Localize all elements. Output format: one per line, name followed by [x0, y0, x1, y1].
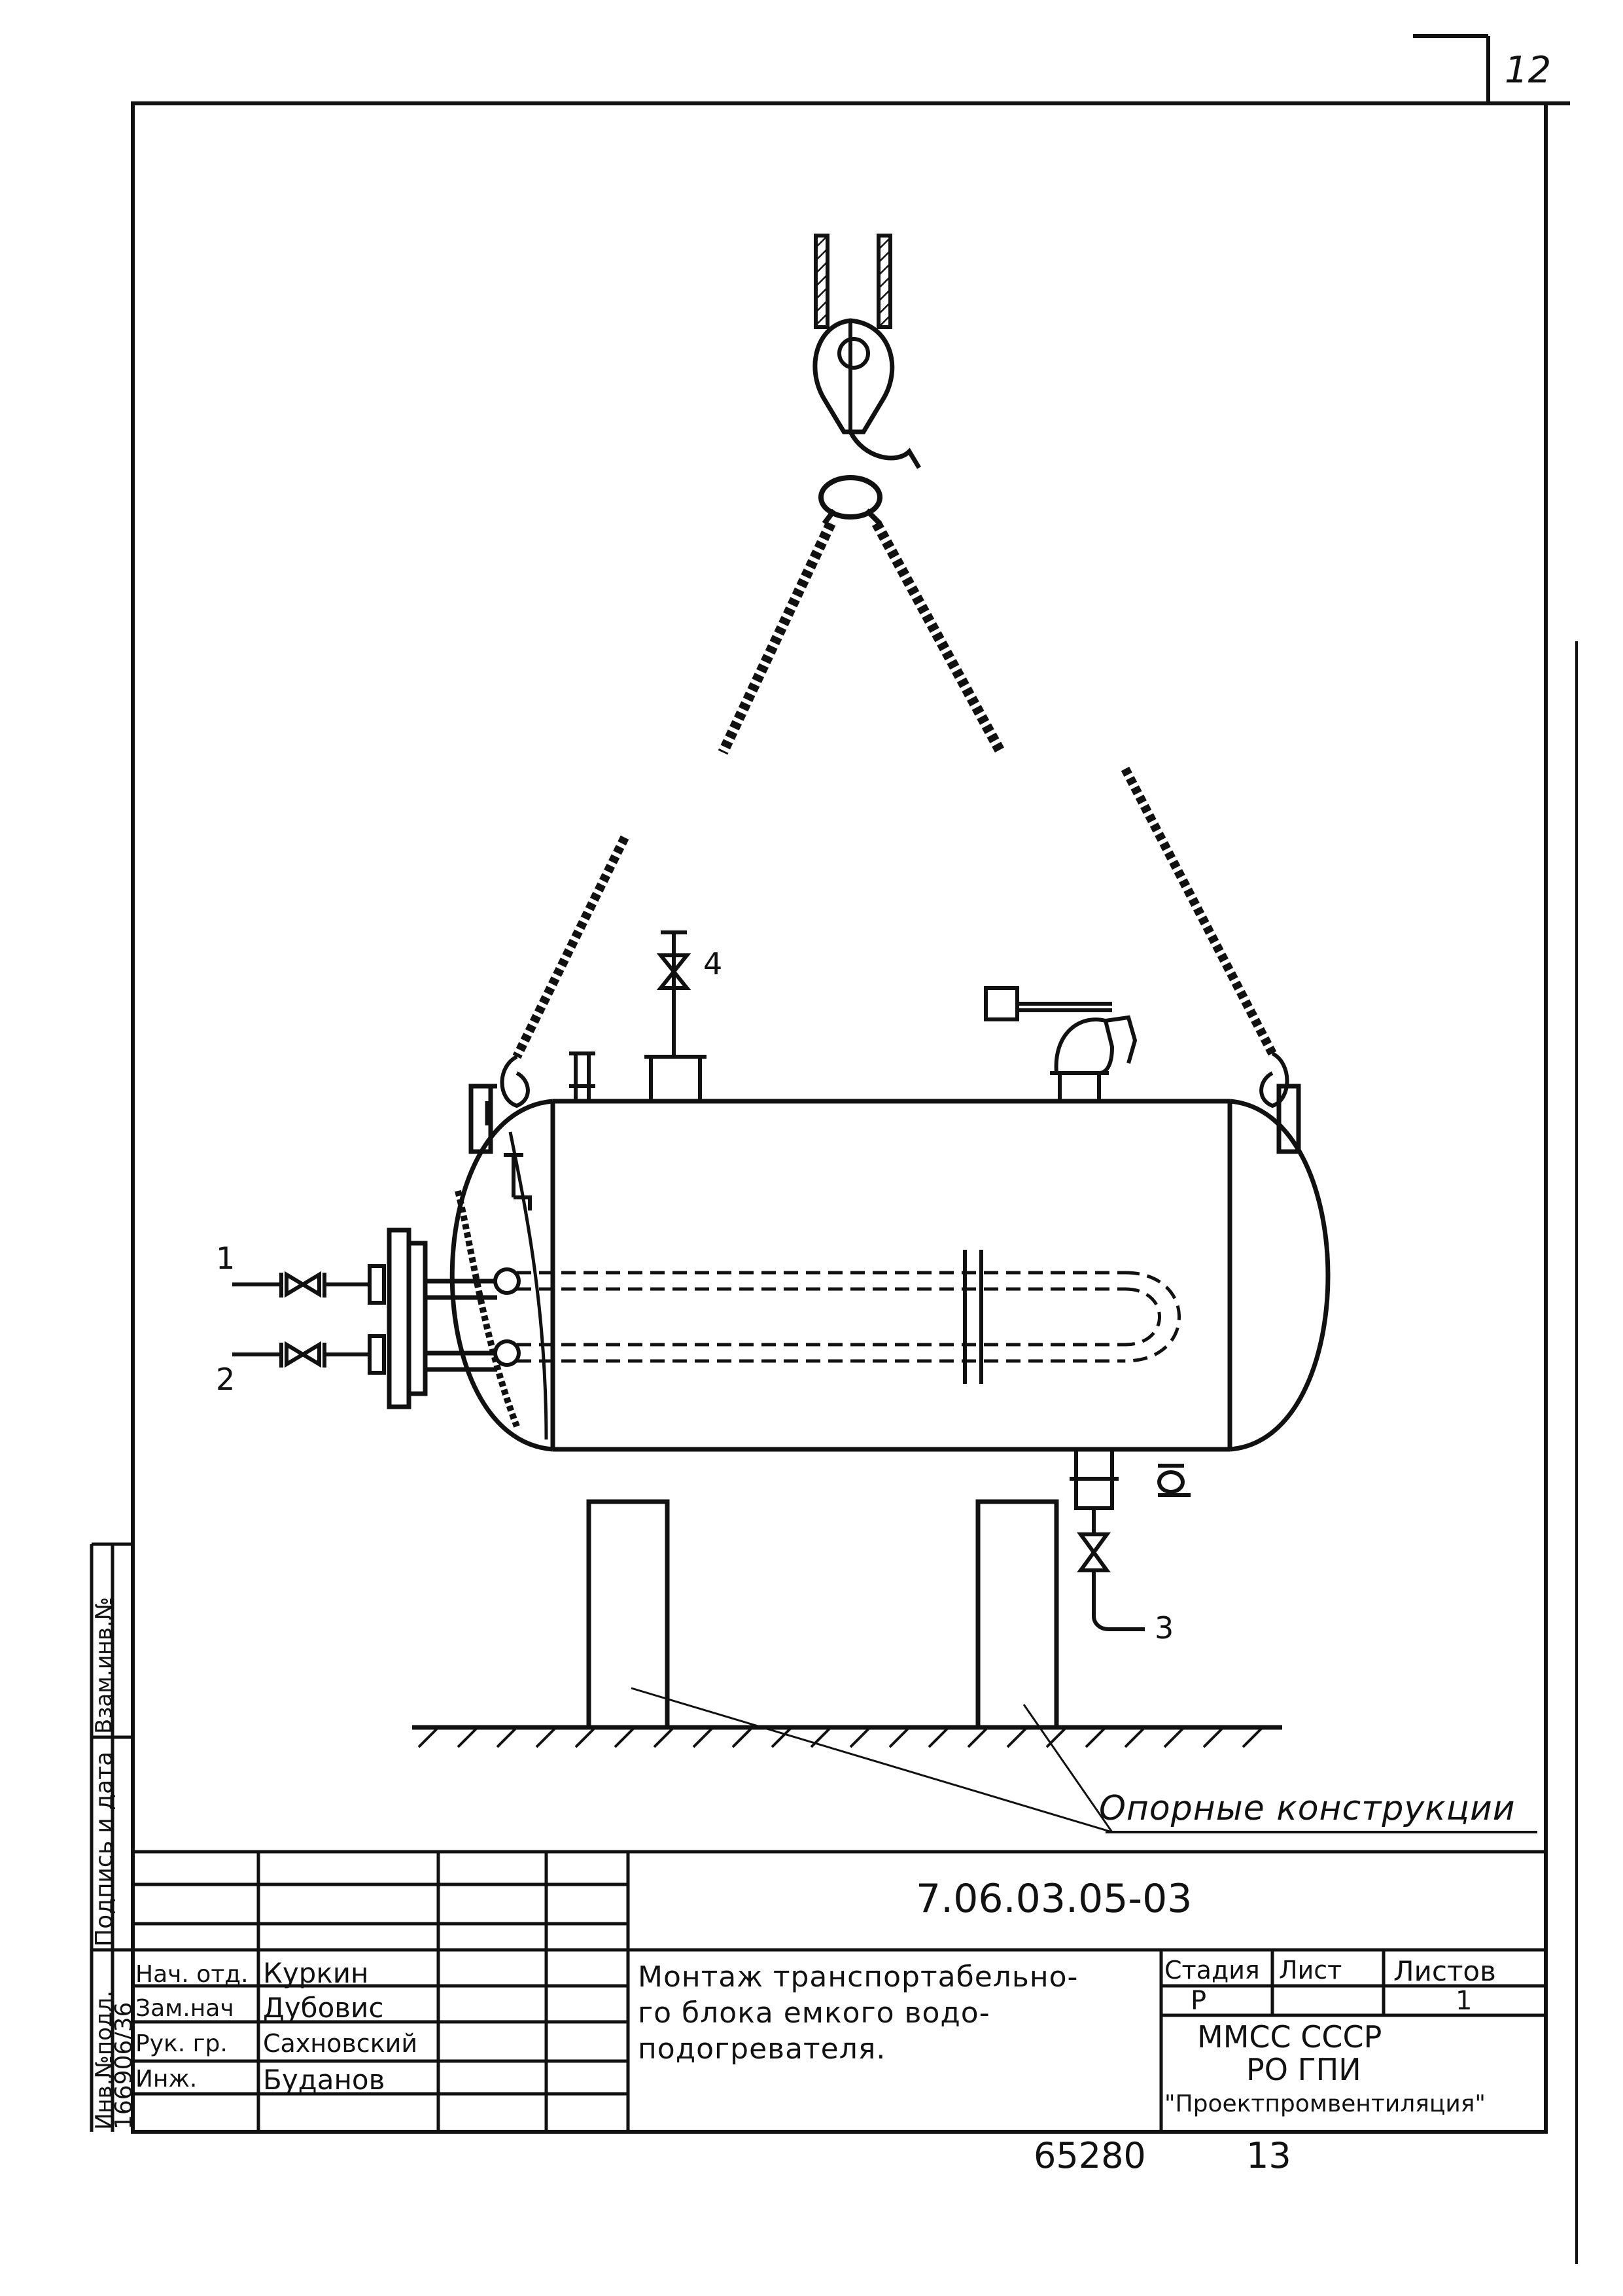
crane-hook [812, 234, 922, 525]
support-label: Опорные конструкции [1099, 1789, 1516, 1828]
inv-value: 166906/36 [111, 2002, 137, 2130]
callout-1: 1 [216, 1241, 236, 1276]
drawing-code: 7.06.03.05-03 [916, 1876, 1193, 1922]
title-block-grid [133, 1850, 1546, 2132]
sheet-frame [131, 34, 1578, 2264]
stage-header: Стадия [1164, 1956, 1260, 1985]
sheet-number: 12 [1505, 49, 1552, 92]
callout-4: 4 [703, 946, 723, 981]
support-structures [412, 1499, 1537, 1833]
lower-slings [500, 766, 1289, 1108]
org-line-1: ММСС СССР [1197, 2019, 1382, 2055]
org-line-2: РО ГПИ [1246, 2052, 1361, 2087]
name-kurkin: Куркин [263, 1957, 369, 1989]
water-heater-vessel [449, 1084, 1331, 1452]
inlet-pipe-2 [232, 1334, 386, 1375]
drawing-title-line-2: го блока емкого водо- [638, 1996, 990, 2030]
org-line-3: "Проектпромвентиляция" [1164, 2091, 1486, 2117]
bottom-fittings [1070, 1447, 1191, 1631]
role-head-of-dept: Нач. отд. [135, 1961, 249, 1988]
stage-value: Р [1191, 1986, 1207, 2016]
sheet-header: Лист [1279, 1956, 1342, 1985]
name-budanov: Буданов [263, 2064, 385, 2096]
drawing-title-line-3: подогревателя. [638, 2032, 886, 2066]
role-group-lead: Рук. гр. [135, 2030, 228, 2057]
sheets-value: 1 [1456, 1986, 1473, 2016]
inlet-flange [387, 1227, 497, 1409]
archive-number: 65280 [1034, 2135, 1146, 2176]
page-number: 13 [1246, 2135, 1291, 2176]
upper-slings [718, 521, 1006, 755]
top-fittings [504, 930, 1138, 1210]
name-dubovis: Дубовис [263, 1992, 384, 2024]
heating-coil [517, 1271, 1181, 1363]
coil-flange [493, 1250, 983, 1384]
drawing-title-line-1: Монтаж транспортабельно- [638, 1960, 1079, 1994]
inlet-pipe-1 [232, 1264, 386, 1305]
callout-2: 2 [216, 1362, 236, 1397]
sheets-header: Листов [1393, 1955, 1496, 1987]
sign-label: Подпись и дата [91, 1751, 118, 1947]
side-stamp-grid [90, 1542, 133, 2132]
role-deputy-head: Зам.нач [135, 1995, 234, 2022]
name-sakhnovsky: Сахновский [263, 2029, 418, 2058]
role-engineer: Инж. [135, 2066, 198, 2093]
callout-3: 3 [1155, 1610, 1174, 1646]
replace-inv-label: Взам.инв.№ [91, 1597, 117, 1734]
